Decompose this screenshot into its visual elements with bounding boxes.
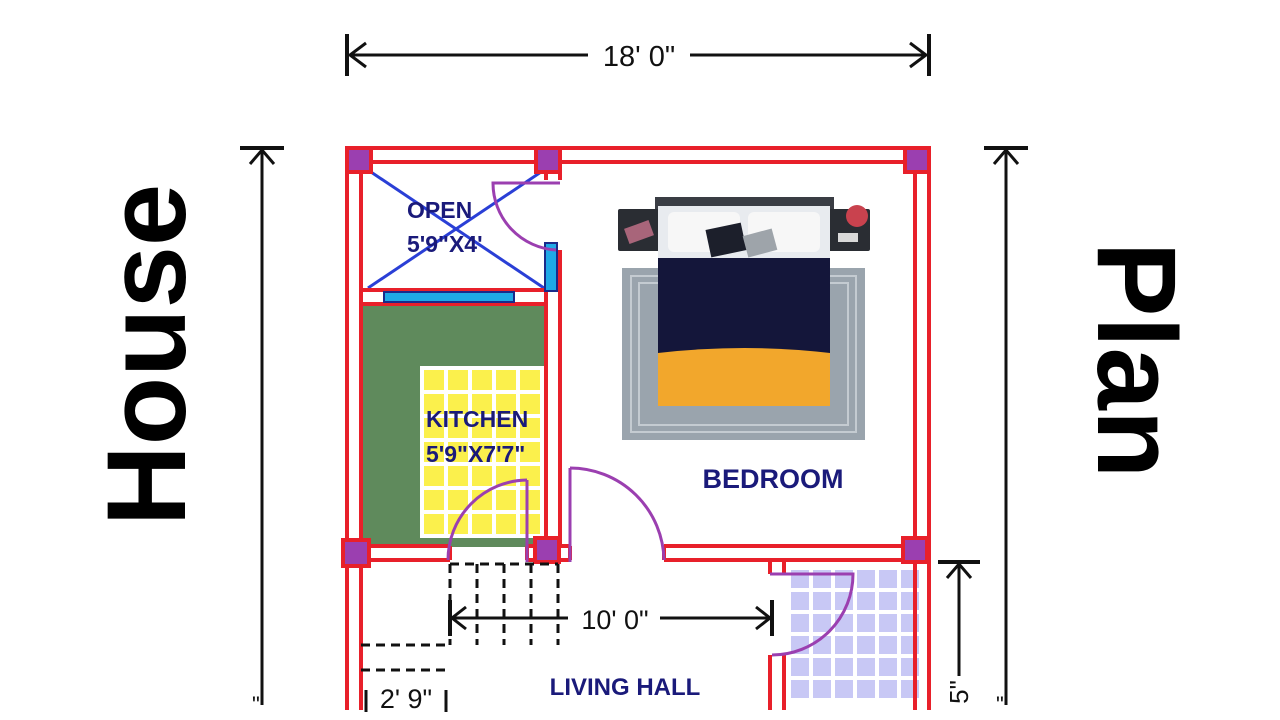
tile-background [787,566,923,702]
tile [472,370,492,390]
bedroom-label: BEDROOM [703,464,844,494]
tile [448,466,468,486]
tile [472,514,492,534]
doors [446,181,855,657]
tile [424,514,444,534]
tile [879,680,897,698]
tile [472,490,492,510]
tile [424,370,444,390]
tile [424,394,444,414]
tile [791,592,809,610]
svg-text:": " [252,692,260,717]
tile [791,680,809,698]
tile [496,394,516,414]
tile [879,636,897,654]
stair-dimension: 2' 9" [364,684,448,714]
tile [879,614,897,632]
tile [857,570,875,588]
window-open-side [544,242,558,292]
tile [424,490,444,510]
tile [448,370,468,390]
tile [424,466,444,486]
tile [520,418,540,438]
svg-text:": " [996,692,1004,717]
tile [448,442,468,462]
open-label: OPEN [407,197,472,223]
tile [520,490,540,510]
tile [813,680,831,698]
bed-cover [658,258,830,355]
tile [520,370,540,390]
tile [791,614,809,632]
kitchen-tiles [420,366,544,538]
tile [520,442,540,462]
bathroom-tiles [787,566,923,702]
tile [496,370,516,390]
hall-dimension-label: 10' 0" [581,605,648,635]
tile [448,490,468,510]
tile [857,680,875,698]
open-area-cross [367,168,545,290]
tile [835,680,853,698]
room-labels: OPEN 5'9"X4' KITCHEN 5'9"X7'7" BEDROOM L… [407,197,844,701]
tile [857,636,875,654]
open-size: 5'9"X4' [407,231,483,257]
tile [448,394,468,414]
title-house: House [84,184,209,526]
hall-dimension: 10' 0" [448,600,774,636]
tile [520,514,540,534]
window-open-bottom [383,291,515,303]
columns [341,146,931,568]
living-hall-label: LIVING HALL [550,674,701,701]
tile [857,614,875,632]
tile [879,592,897,610]
tile [496,418,516,438]
top-dimension-label: 18' 0" [603,41,675,73]
bath-dimension-label: 5" [944,680,974,704]
windows [383,242,558,303]
bath-dimension: 5" [938,560,980,704]
kitchen-size: 5'9"X7'7" [426,441,525,467]
bed [618,197,870,440]
tile [424,418,444,438]
tile [496,514,516,534]
tile [520,466,540,486]
tile [857,592,875,610]
tile [448,514,468,534]
kitchen-label: KITCHEN [426,406,528,432]
tile [813,592,831,610]
tile [472,394,492,414]
tile [857,658,875,676]
left-dimension: " [240,146,284,717]
tile [879,658,897,676]
tile [813,658,831,676]
bed-blanket [658,348,830,406]
tile [496,490,516,510]
title-plan: Plan [1074,242,1199,479]
tile [520,394,540,414]
tile [472,418,492,438]
tile [835,636,853,654]
tile [448,418,468,438]
tile [879,570,897,588]
tile [472,442,492,462]
tile [791,658,809,676]
tile [472,466,492,486]
tile [496,442,516,462]
right-dimension: " [984,146,1028,717]
tile [835,658,853,676]
stair-dimension-label: 2' 9" [380,684,432,714]
tile [424,442,444,462]
tile [813,614,831,632]
top-dimension: 18' 0" [345,34,931,76]
